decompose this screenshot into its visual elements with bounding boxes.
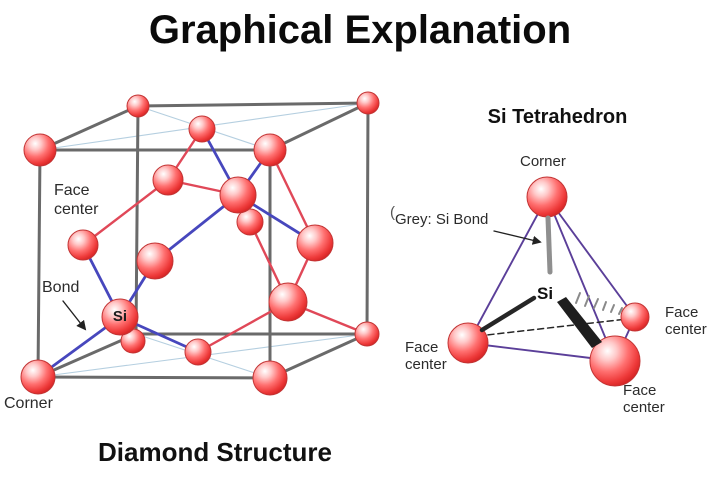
atom-sphere	[268, 282, 308, 322]
tetra-edge	[546, 196, 616, 362]
atom-sphere	[526, 176, 568, 218]
atom-sphere	[219, 176, 257, 214]
si-bond-wedge	[557, 297, 602, 348]
tetra-edge	[546, 196, 636, 318]
si-bond-dark	[479, 295, 537, 333]
label-face-center-right: Face center	[665, 304, 707, 339]
cube-edge	[268, 101, 370, 152]
cube-edge	[136, 101, 370, 108]
atom-sphere	[136, 242, 174, 280]
atom-sphere	[67, 229, 99, 261]
page-title: Graphical Explanation	[148, 8, 572, 52]
stray-parenthesis-mark: (	[390, 204, 395, 221]
atom-sphere	[101, 298, 139, 336]
cube-edge	[268, 332, 369, 380]
bond-label-arrow	[62, 300, 87, 331]
cube-edge	[36, 375, 272, 380]
si-bond-hatch	[618, 307, 623, 315]
atom-sphere	[296, 224, 334, 262]
label-grey-si-bond: Grey: Si Bond	[395, 211, 489, 228]
grey-bond-label-arrow	[493, 230, 542, 245]
si-bond-hatch	[575, 292, 581, 304]
atom-sphere	[447, 322, 489, 364]
label-face-center-cube: Face center	[54, 182, 99, 218]
si-bond-hatch	[602, 301, 607, 311]
atom-sphere	[126, 94, 150, 118]
caption-diamond-structure: Diamond Structure	[97, 437, 333, 467]
cube-edge	[134, 104, 140, 336]
label-si-cube: Si	[112, 308, 128, 325]
cube-edge	[36, 332, 138, 379]
label-face-center-bottom: Face center	[623, 382, 665, 417]
atom-sphere	[589, 335, 641, 387]
atom-sphere	[184, 338, 212, 366]
atom-sphere	[354, 321, 380, 347]
label-si-tetra: Si	[537, 284, 554, 303]
atom-sphere	[252, 360, 288, 396]
atom-sphere	[620, 302, 650, 332]
heading-si-tetrahedron: Si Tetrahedron	[487, 106, 628, 128]
atom-sphere	[20, 359, 56, 395]
tetra-edge	[467, 196, 548, 344]
cube-edge	[365, 101, 370, 336]
atom-sphere	[188, 115, 216, 143]
label-bond: Bond	[42, 279, 80, 296]
si-bond-grey	[545, 215, 553, 275]
label-face-center-left: Face center	[405, 339, 447, 374]
si-bond-hatch	[610, 304, 615, 313]
cube-edge	[38, 104, 140, 152]
atom-sphere	[356, 91, 380, 115]
atom-sphere	[253, 133, 287, 167]
atom-sphere	[23, 133, 57, 167]
label-corner-tetra: Corner	[520, 153, 566, 170]
tetra-hidden-edge-dashed	[477, 318, 628, 337]
red-bond	[81, 178, 170, 247]
label-corner-cube: Corner	[4, 395, 53, 412]
si-bond-hatch	[593, 298, 599, 309]
si-bond-hatch	[584, 295, 590, 307]
atom-sphere	[152, 164, 184, 196]
cube-edge	[36, 148, 42, 379]
